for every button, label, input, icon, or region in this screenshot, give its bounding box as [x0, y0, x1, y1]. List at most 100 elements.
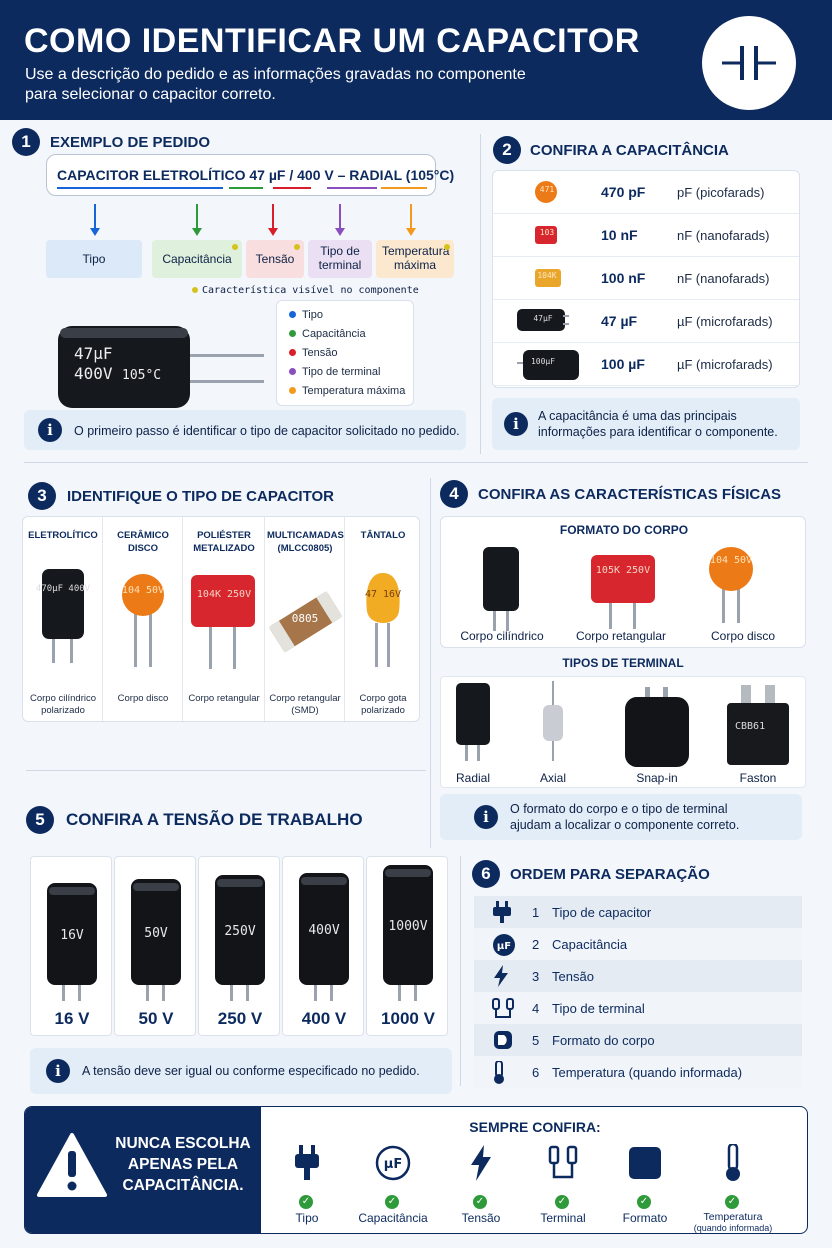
check-icon: ✓ — [555, 1191, 569, 1209]
capacitor-type-name: MULTICAMADAS (MLCC0805) — [267, 530, 344, 554]
always-check-item: ✓Temperatura(quando informada) — [693, 1143, 773, 1233]
lightning-icon — [492, 965, 510, 992]
tag-tipo: Tipo — [46, 240, 142, 278]
voltage-print: 400V — [308, 923, 340, 938]
always-check-item: ✓Tipo — [267, 1143, 347, 1233]
separation-step-number: 5 — [532, 1033, 540, 1048]
terminal-snap-in-label: Snap-in — [636, 771, 678, 785]
voltage-capacitor-image — [214, 875, 266, 1008]
capacitor-type-description: Corpo cilíndrico polarizado — [30, 693, 96, 716]
page-subtitle-line-1: Use a descrição do pedido e as informaçõ… — [25, 66, 526, 83]
section-4-number: 4 — [440, 480, 468, 508]
capacitor-type-name: CERÂMICO DISCO — [117, 530, 169, 554]
voltage-column: 16V 16 V — [30, 856, 112, 1036]
voltage-label: 16 V — [54, 1009, 90, 1028]
order-description: CAPACITOR ELETROLÍTICO 47 µF / 400 V – R… — [57, 167, 455, 183]
terminal-radial-label: Radial — [455, 771, 491, 785]
check-icon: ✓ — [637, 1191, 651, 1209]
section-1-number: 1 — [12, 128, 40, 156]
tag-tensao: Tensão — [246, 240, 304, 278]
separation-step-label: Formato do corpo — [552, 1033, 655, 1048]
separation-step-number: 4 — [532, 1001, 540, 1016]
capacitor-type-name: TÂNTALO — [360, 530, 406, 541]
terminal-types-title: TIPOS DE TERMINAL — [562, 656, 684, 670]
voltage-print: 16V — [60, 928, 84, 943]
capacitance-code: 100µF — [530, 357, 556, 366]
capacitance-swatch — [533, 179, 559, 210]
capacitor-type-print: 104 50V — [121, 585, 165, 596]
separation-step-label: Tipo de terminal — [552, 1001, 645, 1016]
voltage-print: 250V — [224, 924, 256, 939]
header-banner: COMO IDENTIFICAR UM CAPACITOR Use a desc… — [0, 0, 832, 120]
capacitance-unit: µF (microfarads) — [677, 314, 773, 329]
capacitance-value: 100 nF — [601, 270, 646, 286]
terminal-icon — [492, 997, 514, 1024]
voltage-print: 1000V — [388, 919, 428, 934]
voltage-label: 400 V — [301, 1009, 347, 1028]
warning-block: NUNCA ESCOLHA APENAS PELA CAPACITÂNCIA. — [25, 1107, 261, 1233]
page-subtitle-line-2: para selecionar o capacitor correto. — [25, 86, 276, 103]
section-5-title: CONFIRA A TENSÃO DE TRABALHO — [66, 810, 363, 829]
section-2-number: 2 — [493, 136, 521, 164]
info-icon: i — [46, 1059, 70, 1083]
info-icon: i — [38, 418, 62, 442]
voltage-label: 1000 V — [381, 1009, 435, 1028]
order-arrows — [90, 204, 416, 236]
voltage-column: 250V 250 V — [198, 856, 280, 1036]
voltage-label: 250 V — [217, 1009, 263, 1028]
always-check-label: Capacitância — [358, 1211, 428, 1225]
capacitor-symbol-logo — [702, 16, 796, 110]
color-legend: Tipo Capacitância Tensão Tipo de termina… — [276, 300, 414, 406]
separation-step-number: 1 — [532, 905, 540, 920]
capacitor-type-column: CERÂMICO DISCO 104 50V Corpo disco — [103, 517, 183, 723]
separation-step: 4 Tipo de terminal — [474, 992, 802, 1024]
plug-icon — [492, 901, 512, 928]
voltage-column: 1000V 1000 V — [366, 856, 448, 1036]
always-check-item: ✓Formato — [605, 1143, 685, 1233]
capacitance-value: 47 µF — [601, 313, 638, 329]
section-3-number: 3 — [28, 482, 56, 510]
always-check-label: Tipo — [295, 1211, 319, 1225]
check-icon: ✓ — [473, 1191, 487, 1209]
check-icon: ✓ — [385, 1191, 399, 1209]
page-title: COMO IDENTIFICAR UM CAPACITOR — [24, 22, 640, 60]
voltage-capacitor-image — [130, 879, 182, 1008]
terminal-axial-label: Axial — [539, 771, 566, 785]
section-4-info: i O formato do corpo e o tipo de termina… — [440, 794, 802, 840]
check-icon: ✓ — [725, 1191, 739, 1209]
capacitor-type-print: 47 16V — [364, 589, 402, 600]
always-check-label: Terminal — [540, 1211, 586, 1225]
separation-step-label: Temperatura (quando informada) — [552, 1065, 743, 1080]
separation-step-number: 3 — [532, 969, 540, 984]
tag-temperatura: Temperatura máxima — [376, 240, 454, 278]
faston-terminal-image: CBB61 — [727, 685, 789, 770]
capacitor-type-description: Corpo gota polarizado — [359, 693, 407, 716]
capacitor-type-description: Corpo disco — [117, 693, 169, 704]
svg-text:µF: µF — [497, 941, 511, 952]
body-rectangular-label: Corpo retangular — [575, 629, 667, 643]
separation-step: 3 Tensão — [474, 960, 802, 992]
separation-step-label: Tensão — [552, 969, 594, 984]
voltage-print: 50V — [144, 926, 168, 941]
electrolytic-capacitor-photo: 47µF 400V 105°C — [58, 322, 268, 417]
order-description-box: CAPACITOR ELETROLÍTICO 47 µF / 400 V – R… — [46, 154, 454, 196]
section-5-number: 5 — [26, 806, 54, 834]
always-check-label: Tensão — [461, 1211, 501, 1225]
capacitance-swatch — [533, 265, 563, 296]
legend-tipo-terminal: Tipo de terminal — [289, 366, 380, 378]
always-check-label: Temperatura — [703, 1211, 763, 1223]
capacitor-type-image — [363, 573, 403, 674]
section-4-title: CONFIRA AS CARACTERÍSTICAS FÍSICAS — [478, 486, 782, 503]
separation-step: 5 Formato do corpo — [474, 1024, 802, 1056]
